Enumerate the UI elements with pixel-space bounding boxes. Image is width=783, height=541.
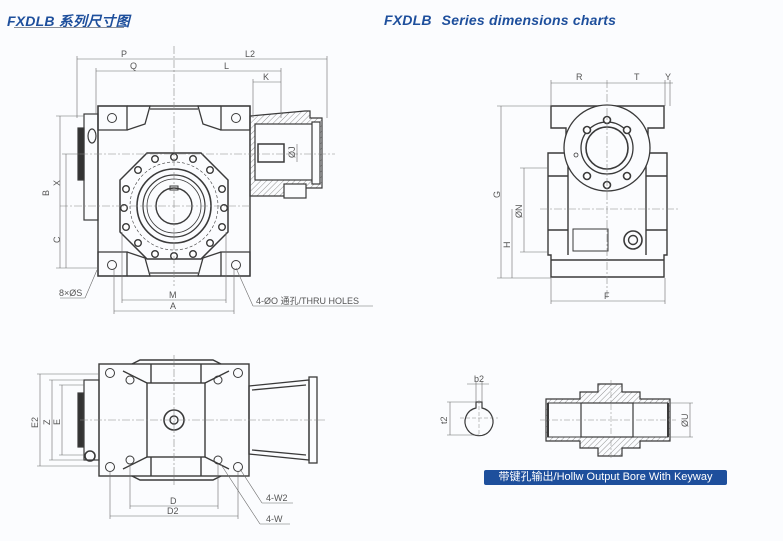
dim-H: H — [502, 242, 512, 249]
title-chinese: FXDLB 系列尺寸图 — [7, 11, 130, 31]
dim-Z: Z — [42, 419, 52, 425]
dim-D2: D2 — [167, 506, 179, 516]
dim-N: ØN — [514, 205, 524, 219]
dim-B: B — [41, 190, 51, 196]
front-mount-holes — [107, 113, 241, 270]
side-centerlines — [540, 80, 678, 300]
front-centerlines — [60, 46, 335, 286]
dim-C: C — [52, 236, 62, 243]
top-left-cover — [77, 379, 100, 462]
top-centerlines — [80, 355, 325, 485]
front-dimension-labels: P Q L2 L K B X C ØJ M A 8×ØS 4-ØO 通孔/THR… — [41, 49, 359, 311]
motor-adapter-section — [249, 110, 323, 199]
dim-K: K — [263, 72, 269, 82]
dim-D: D — [170, 496, 177, 506]
front-left-cover — [77, 113, 99, 221]
callout-thru-holes: 4-ØO 通孔/THRU HOLES — [256, 296, 359, 306]
title-cn-model: FXDLB — [7, 13, 55, 29]
dim-t2: t2 — [439, 416, 449, 424]
front-corner-pads — [97, 105, 251, 277]
title-en-model: FXDLB — [384, 12, 432, 28]
side-view: R T Y G ØN H F — [492, 72, 678, 304]
keyway-detail: b2 t2 — [439, 374, 498, 437]
dim-U: ØU — [680, 414, 690, 428]
dim-A: A — [170, 301, 176, 311]
dim-L: L — [224, 61, 229, 71]
keyway-centerlines — [460, 400, 498, 436]
title-underline — [14, 27, 124, 28]
dim-Q: Q — [130, 61, 137, 71]
side-drain-plug — [623, 230, 643, 250]
callout-4-W2: 4-W2 — [266, 493, 288, 503]
dim-R: R — [576, 72, 583, 82]
dim-G: G — [492, 191, 502, 198]
callout-bolt-holes: 8×ØS — [59, 288, 82, 298]
title-en-text: Series dimensions charts — [441, 12, 617, 28]
dim-L2: L2 — [245, 49, 255, 59]
dim-M: M — [169, 290, 177, 300]
dim-P: P — [121, 49, 127, 59]
top-view: E2 Z E D D2 4-W2 4-W — [30, 355, 325, 525]
dim-E2: E2 — [30, 417, 40, 428]
top-dimension-lines — [37, 373, 293, 525]
dim-Y: Y — [665, 72, 671, 82]
hollow-bore-section: ØU — [540, 380, 693, 460]
dim-J: ØJ — [287, 146, 297, 158]
side-dimension-lines — [497, 80, 673, 304]
callout-4-W: 4-W — [266, 514, 283, 524]
dim-X: X — [52, 180, 62, 186]
bore-caption: 带键孔输出/Hollw Output Bore With Keyway — [484, 470, 727, 485]
front-dimension-lines — [56, 56, 373, 314]
dim-b2: b2 — [474, 374, 484, 384]
octagon-flange — [119, 152, 229, 260]
title-cn-text: 系列尺寸图 — [58, 13, 130, 29]
dim-F: F — [604, 291, 610, 301]
top-dimension-labels: E2 Z E D D2 4-W2 4-W — [30, 417, 288, 524]
title-english: FXDLB Series dimensions charts — [384, 12, 616, 28]
dim-E: E — [52, 419, 62, 425]
dim-T: T — [634, 72, 640, 82]
side-dimension-labels: R T Y G ØN H F — [492, 72, 671, 301]
front-view: P Q L2 L K B X C ØJ M A 8×ØS 4-ØO 通孔/THR… — [41, 46, 373, 314]
keyway-dim-lines — [447, 381, 489, 436]
